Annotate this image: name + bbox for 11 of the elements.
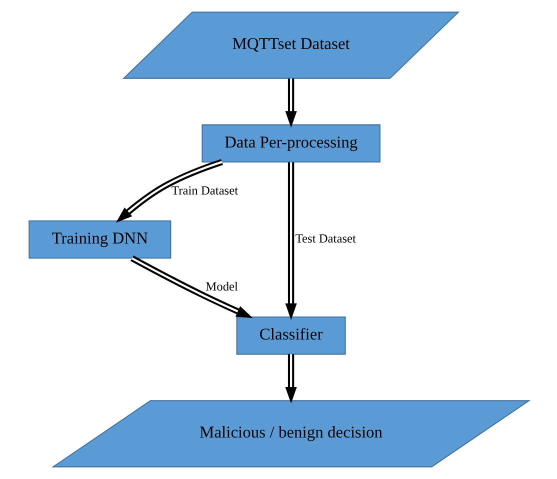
- edge-label: Train Dataset: [170, 184, 238, 198]
- edge-label: Test Dataset: [294, 232, 356, 246]
- arrow: [115, 159, 222, 223]
- arrow: [284, 78, 296, 128]
- arrow: [284, 354, 296, 404]
- node-box: Classifier: [236, 316, 346, 355]
- node-box: Training DNN: [28, 220, 171, 259]
- arrow: [284, 162, 296, 320]
- edge-label: Model: [205, 280, 238, 294]
- node-box: Data Per-processing: [201, 124, 380, 163]
- arrow: [130, 256, 252, 318]
